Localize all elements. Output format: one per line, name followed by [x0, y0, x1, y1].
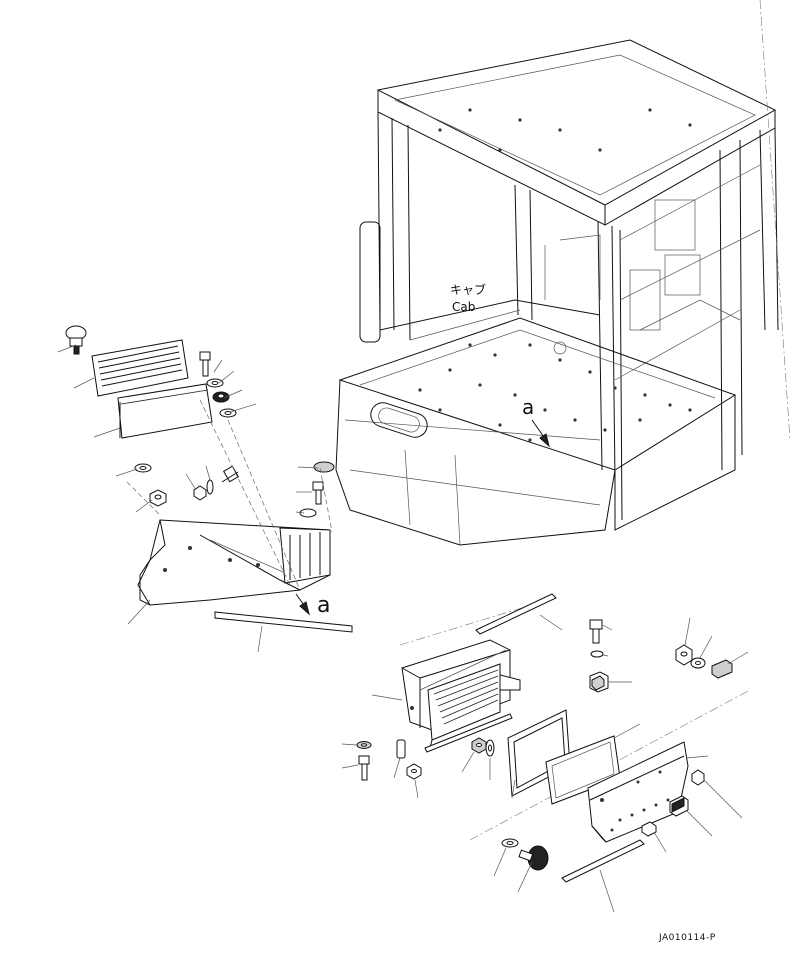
view-marker-top: a: [522, 395, 534, 419]
washer-icon: [313, 461, 335, 473]
bolt-icon: [312, 481, 324, 505]
left-duct-assembly: [57, 325, 353, 653]
clip-nut-icon: [641, 821, 657, 837]
filter-element: [507, 709, 571, 797]
washer-icon: [206, 378, 224, 388]
bracket-icon: [589, 671, 609, 693]
washer-icon: [690, 657, 706, 669]
cab-frame: [335, 0, 791, 546]
grille-cover: [91, 339, 189, 397]
washer-icon: [356, 741, 372, 749]
nut-icon: [212, 391, 230, 403]
nut-icon: [471, 737, 487, 754]
spacer-icon: [396, 739, 406, 759]
knob-icon: [518, 845, 549, 871]
bolt-icon: [589, 619, 603, 644]
nut-icon: [193, 485, 207, 501]
washer-icon: [206, 479, 214, 495]
grommet-icon: [711, 659, 733, 679]
nut-icon: [675, 644, 693, 666]
knob-icon: [65, 325, 87, 355]
nut-icon: [299, 508, 317, 518]
washer-icon: [219, 408, 237, 418]
washer-icon: [501, 838, 519, 848]
washer-icon: [134, 463, 152, 473]
washer-icon: [590, 650, 604, 658]
bolt-icon: [221, 465, 240, 483]
nut-icon: [149, 489, 167, 507]
bolt-icon: [358, 755, 370, 781]
drawing-code: JA010114-P: [658, 933, 716, 943]
latch-icon: [669, 795, 689, 817]
cab-label-english: Cab: [452, 300, 475, 314]
view-marker-bottom: a: [317, 593, 330, 618]
floor-holes: [418, 108, 692, 442]
washer-icon: [485, 739, 495, 757]
nut-icon: [406, 763, 422, 780]
air-duct: [137, 519, 331, 606]
filter-housing: [401, 639, 521, 749]
cab-label-japanese: キャブ: [450, 282, 486, 297]
knob-icon: [691, 769, 705, 786]
lower-filter-assembly: [341, 593, 751, 913]
bolt-icon: [199, 351, 211, 377]
